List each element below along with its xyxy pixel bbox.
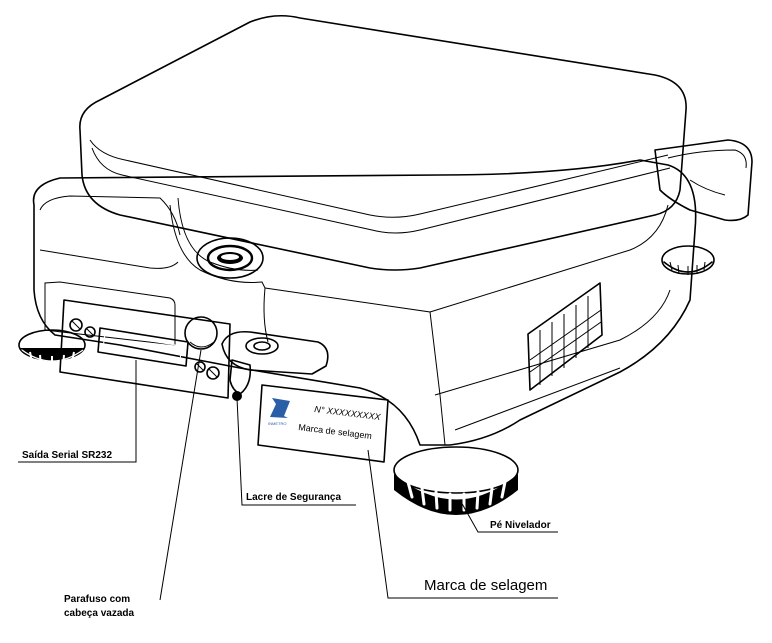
scale-base [32, 159, 697, 446]
side-label-strip [527, 282, 603, 391]
svg-text:INMETRO: INMETRO [268, 421, 286, 426]
label-screw-line1: Parafuso com [64, 594, 130, 605]
back-right-foot [661, 245, 715, 275]
panel-screw-left-2 [84, 326, 96, 338]
label-serial-output: Saída Serial SR232 [22, 450, 112, 461]
label-security-seal: Lacre de Segurança [246, 492, 341, 503]
leveling-foot [393, 446, 519, 515]
serial-port-panel [59, 299, 231, 399]
level-indicator [196, 237, 264, 279]
seal-plate-number: N° XXXXXXXXX [314, 404, 382, 422]
inmetro-logo: INMETRO [268, 398, 290, 426]
hollow-head-screw-tab [221, 330, 329, 375]
panel-screw-right-2 [206, 366, 220, 380]
panel-screw-right-1 [194, 361, 206, 373]
panel-screw-left-1 [69, 318, 83, 332]
label-screw-line2: cabeça vazada [64, 608, 134, 619]
right-handle [654, 139, 753, 222]
label-seal-mark: Marca de selagem [424, 577, 547, 594]
front-left-foot [18, 329, 86, 368]
leader-lines [18, 349, 558, 601]
security-seal [184, 316, 252, 401]
weighing-platform [79, 14, 687, 271]
label-leveling-foot: Pé Nivelador [490, 520, 551, 531]
seal-plate-text: Marca de selagem [298, 422, 373, 441]
